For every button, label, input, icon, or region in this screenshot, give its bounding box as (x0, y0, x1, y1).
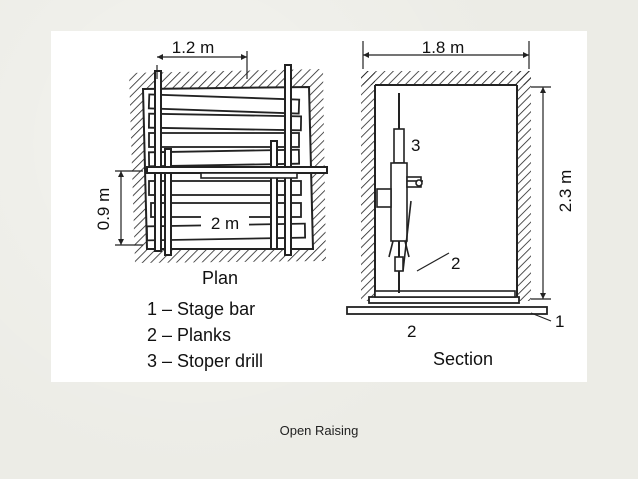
section-view: 1.8 m 2.3 m (346, 38, 575, 369)
stoper-drill (376, 93, 423, 293)
plan-plank-label: 2 m (211, 214, 239, 233)
plan-stage-bar-horizontal (146, 166, 328, 174)
section-right-wall (517, 71, 531, 301)
plan-view: 1.2 m 0.9 m 2 m Plan (94, 38, 328, 288)
section-left-wall (361, 71, 375, 301)
legend-item-stage-bar: 1 – Stage bar (147, 299, 255, 319)
section-platform (368, 296, 520, 304)
plan-drill-bar (200, 172, 298, 179)
plan-stage-bars (154, 64, 292, 256)
legend: 1 – Stage bar 2 – Planks 3 – Stoper dril… (147, 299, 263, 371)
section-callout-stage-bar: 1 (555, 312, 564, 331)
section-title: Section (433, 349, 493, 369)
section-top-wall (361, 71, 531, 85)
plan-opening-outline (141, 85, 315, 250)
legend-item-stoper-drill: 3 – Stoper drill (147, 351, 263, 371)
section-plank-top (374, 290, 516, 298)
section-callout-plank-lower: 2 (407, 322, 416, 341)
plan-height-label: 0.9 m (94, 188, 113, 231)
section-height-label: 2.3 m (556, 170, 575, 213)
plan-width-label: 1.2 m (172, 38, 215, 57)
plan-title: Plan (202, 268, 238, 288)
legend-item-planks: 2 – Planks (147, 325, 231, 345)
section-stage-bar (346, 306, 548, 315)
slide-caption: Open Raising (279, 423, 359, 438)
section-callout-drill: 3 (411, 136, 420, 155)
section-width-label: 1.8 m (422, 38, 465, 57)
raising-diagram: 1.2 m 0.9 m 2 m Plan 1 – Stage bar 2 – P… (51, 31, 587, 382)
plan-planks (145, 93, 307, 242)
section-callout-plank-upper: 2 (451, 254, 460, 273)
